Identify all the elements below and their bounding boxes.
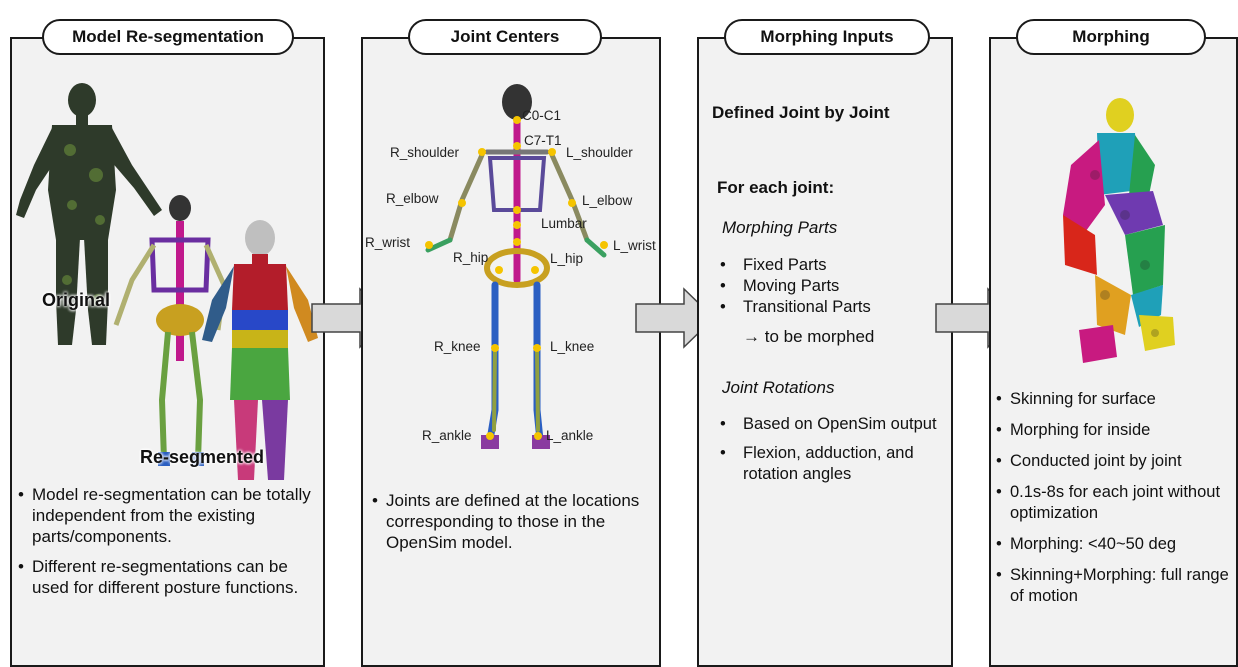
joint-label-l-ankle: L_ankle: [546, 428, 593, 443]
list-item: Fixed Parts: [716, 255, 946, 276]
heading-defined-joint-by-joint: Defined Joint by Joint: [712, 103, 890, 123]
joint-label-l-shoulder: L_shoulder: [566, 145, 633, 160]
panel-morphing-inputs: [697, 37, 953, 667]
label-morphing-parts: Morphing Parts: [722, 218, 837, 238]
skeleton-joint-illustration: [362, 80, 660, 470]
panel1-bullets: Model re-segmentation can be totally ind…: [18, 484, 318, 607]
joint-label-r-wrist: R_wrist: [365, 235, 410, 250]
joint-rotations-list: Based on OpenSim output Flexion, adducti…: [716, 414, 948, 485]
panel-title-morphing: Morphing: [1016, 19, 1206, 55]
panel-title-model-resegmentation: Model Re-segmentation: [42, 19, 294, 55]
joint-label-r-hip: R_hip: [453, 250, 488, 265]
morphed-body-illustration: [1035, 95, 1195, 375]
joint-label-l-hip: L_hip: [550, 251, 583, 266]
joint-label-r-shoulder: R_shoulder: [390, 145, 459, 160]
human-models-illustration: [12, 80, 324, 480]
bullet-item: Skinning for surface: [996, 389, 1232, 410]
joint-label-r-ankle: R_ankle: [422, 428, 472, 443]
list-item: Moving Parts: [716, 276, 946, 297]
panel-title-morphing-inputs: Morphing Inputs: [724, 19, 930, 55]
bullet-item: Model re-segmentation can be totally ind…: [18, 484, 318, 547]
label-resegmented: Re-segmented: [140, 447, 264, 468]
subheading-for-each-joint: For each joint:: [717, 178, 834, 198]
label-joint-rotations: Joint Rotations: [722, 378, 834, 398]
morphing-parts-list: Fixed Parts Moving Parts Transitional Pa…: [716, 255, 946, 318]
joint-label-lumbar: Lumbar: [541, 216, 587, 231]
bullet-item: Morphing: <40~50 deg: [996, 534, 1232, 555]
joint-label-r-elbow: R_elbow: [386, 191, 439, 206]
bullet-item: 0.1s-8s for each joint without optimizat…: [996, 482, 1232, 524]
list-item: Transitional Parts: [716, 297, 946, 318]
panel2-bullets: Joints are defined at the locations corr…: [372, 490, 657, 562]
panel4-bullets: Skinning for surface Morphing for inside…: [996, 389, 1232, 617]
bullet-item: Skinning+Morphing: full range of motion: [996, 565, 1232, 607]
joint-label-c7t1: C7-T1: [524, 133, 562, 148]
list-item: Based on OpenSim output: [716, 414, 948, 435]
joint-label-l-wrist: L_wrist: [613, 238, 656, 253]
joint-label-r-knee: R_knee: [434, 339, 481, 354]
list-item: Flexion, adduction, and rotation angles: [716, 443, 948, 485]
joint-label-l-elbow: L_elbow: [582, 193, 632, 208]
bullet-item: Different re-segmentations can be used f…: [18, 556, 318, 598]
bullet-item: Joints are defined at the locations corr…: [372, 490, 657, 553]
bullet-item: Morphing for inside: [996, 420, 1232, 441]
joint-label-c0c1: C0-C1: [522, 108, 561, 123]
joint-label-l-knee: L_knee: [550, 339, 594, 354]
morphing-note: → to be morphed: [743, 327, 874, 347]
bullet-item: Conducted joint by joint: [996, 451, 1232, 472]
label-original: Original: [42, 290, 110, 311]
panel-title-joint-centers: Joint Centers: [408, 19, 602, 55]
